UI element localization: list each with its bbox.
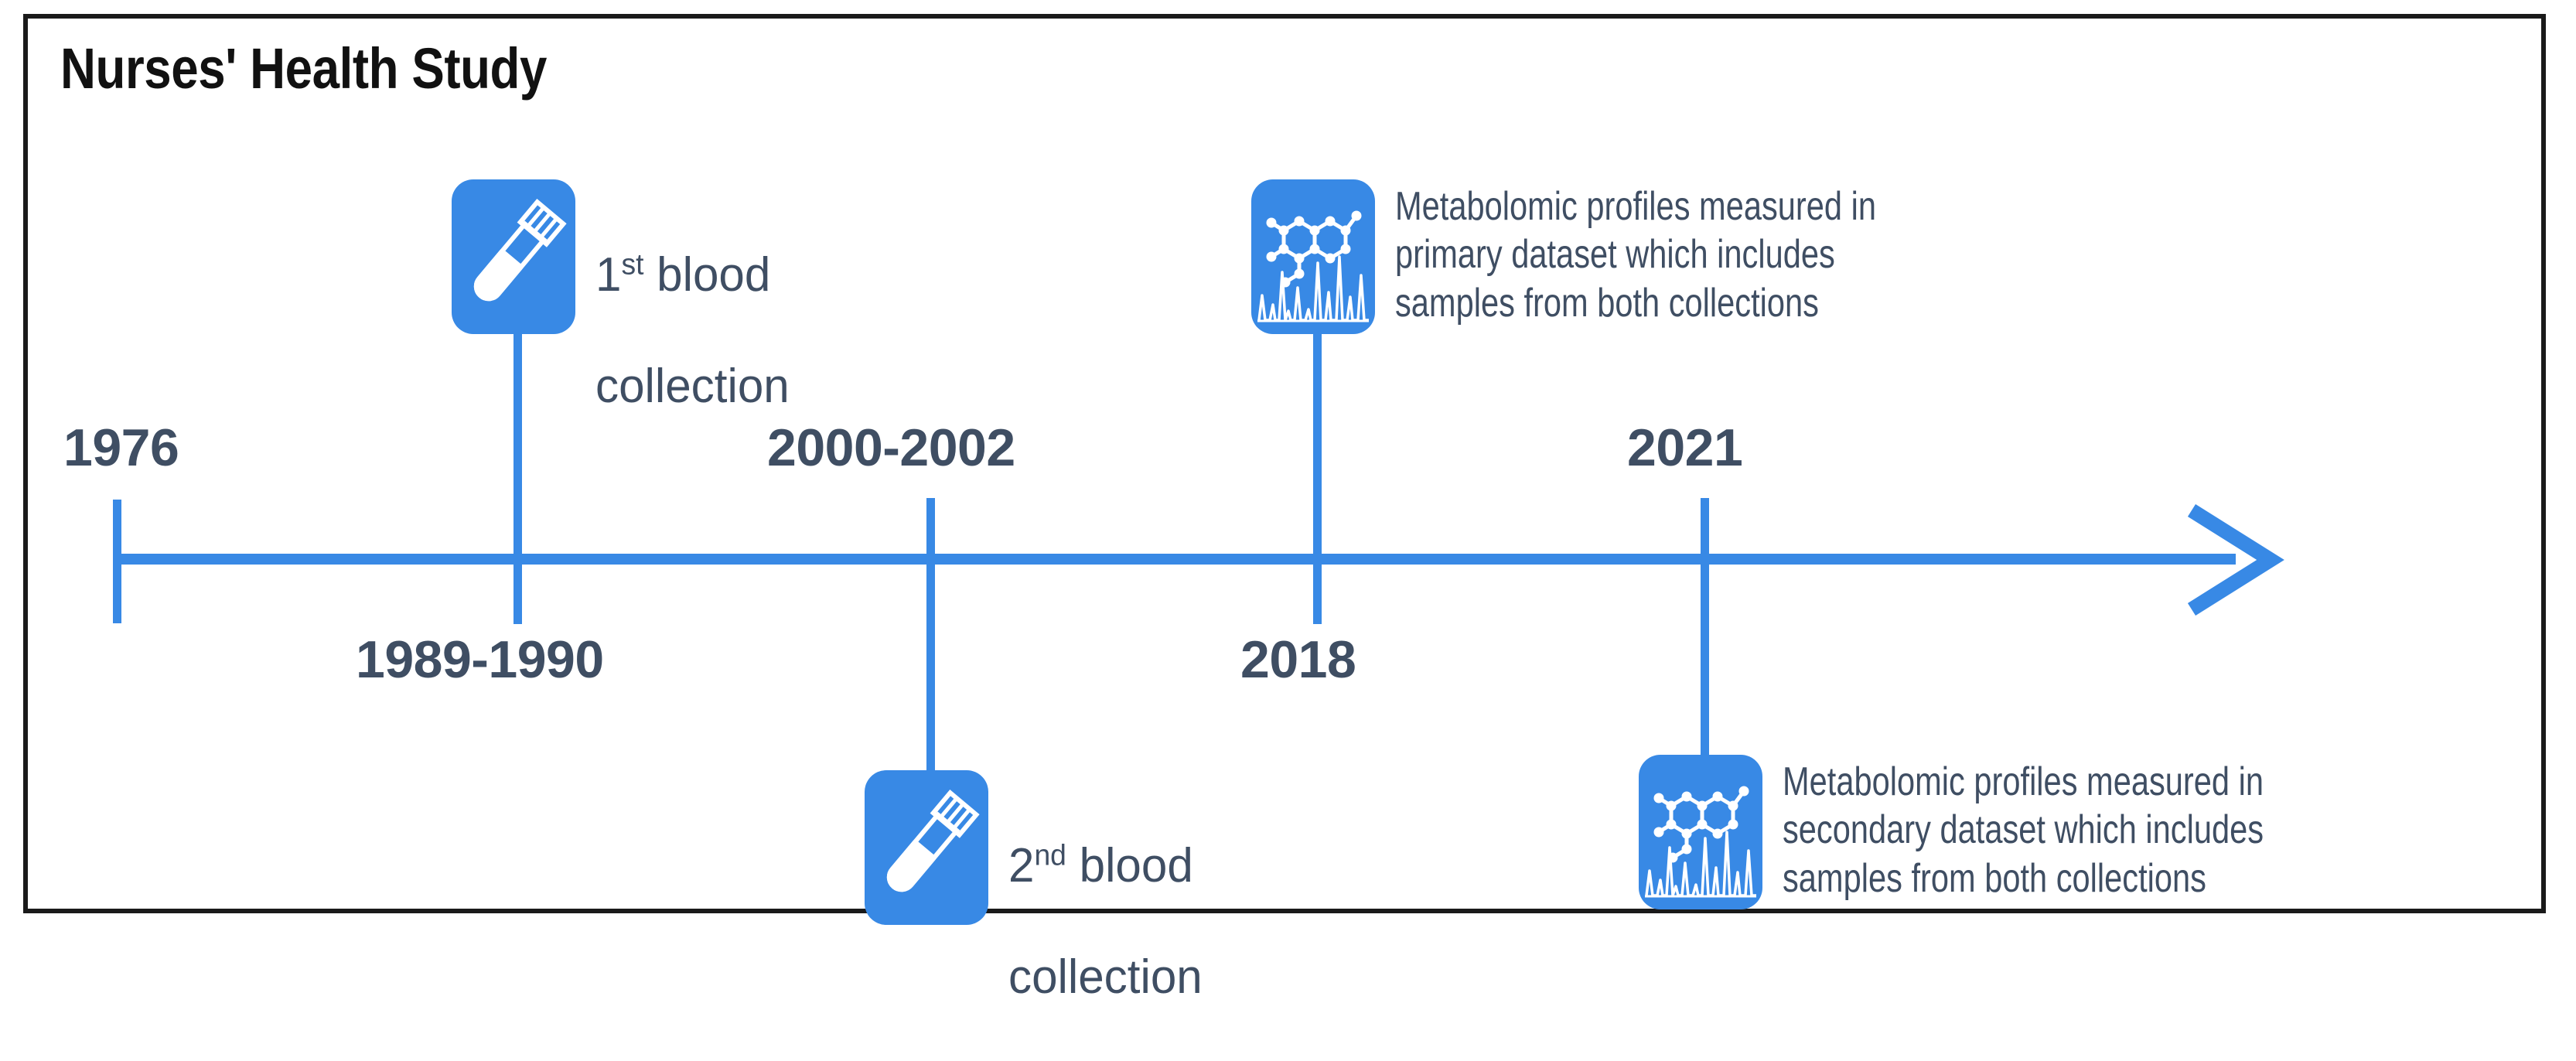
caption-word: blood bbox=[643, 247, 771, 302]
event-first-blood-collection[interactable]: 1st blood collection bbox=[452, 179, 795, 470]
caption-number: 1 bbox=[595, 247, 622, 302]
year-label-2000-2002: 2000-2002 bbox=[767, 418, 1015, 477]
test-tube-icon bbox=[452, 179, 575, 334]
timeline-axis bbox=[113, 554, 2236, 565]
caption-first-blood-collection: 1st blood collection bbox=[595, 179, 790, 470]
tick-2000-2002 bbox=[926, 498, 935, 792]
caption-second-blood-collection: 2nd blood collection bbox=[1008, 770, 1203, 1061]
caption-line-2: collection bbox=[595, 359, 790, 413]
tick-1976 bbox=[113, 500, 121, 623]
page-title: Nurses' Health Study bbox=[60, 36, 547, 101]
tick-1989-1990 bbox=[513, 334, 522, 624]
caption-ordinal: nd bbox=[1034, 838, 1066, 872]
event-primary-metabolomics[interactable]: Metabolomic profiles measured in primary… bbox=[1251, 179, 1996, 334]
caption-primary-metabolomics: Metabolomic profiles measured in primary… bbox=[1395, 184, 1876, 326]
year-label-2018: 2018 bbox=[1240, 630, 1356, 689]
timeline-arrow-icon bbox=[2187, 504, 2284, 616]
figure-frame: Nurses' Health Study 1976 1989-1990 2000… bbox=[23, 14, 2546, 1004]
caption-line-1: 2nd blood bbox=[1008, 838, 1203, 894]
tick-2018 bbox=[1313, 334, 1322, 624]
year-label-1976: 1976 bbox=[63, 418, 179, 477]
tick-2021 bbox=[1701, 498, 1709, 792]
test-tube-icon bbox=[865, 770, 988, 925]
event-second-blood-collection[interactable]: 2nd blood collection bbox=[865, 770, 1208, 1061]
metabolomics-icon bbox=[1639, 755, 1762, 909]
caption-line-2: collection bbox=[1008, 950, 1203, 1004]
caption-secondary-metabolomics: Metabolomic profiles measured in seconda… bbox=[1783, 759, 2264, 901]
event-secondary-metabolomics[interactable]: Metabolomic profiles measured in seconda… bbox=[1639, 755, 2384, 909]
caption-line-1: 1st blood bbox=[595, 247, 790, 303]
caption-number: 2 bbox=[1008, 838, 1035, 892]
year-label-1989-1990: 1989-1990 bbox=[356, 630, 604, 689]
caption-word: blood bbox=[1066, 838, 1193, 892]
metabolomics-icon bbox=[1251, 179, 1375, 334]
year-label-2021: 2021 bbox=[1627, 418, 1743, 477]
caption-ordinal: st bbox=[621, 247, 644, 281]
